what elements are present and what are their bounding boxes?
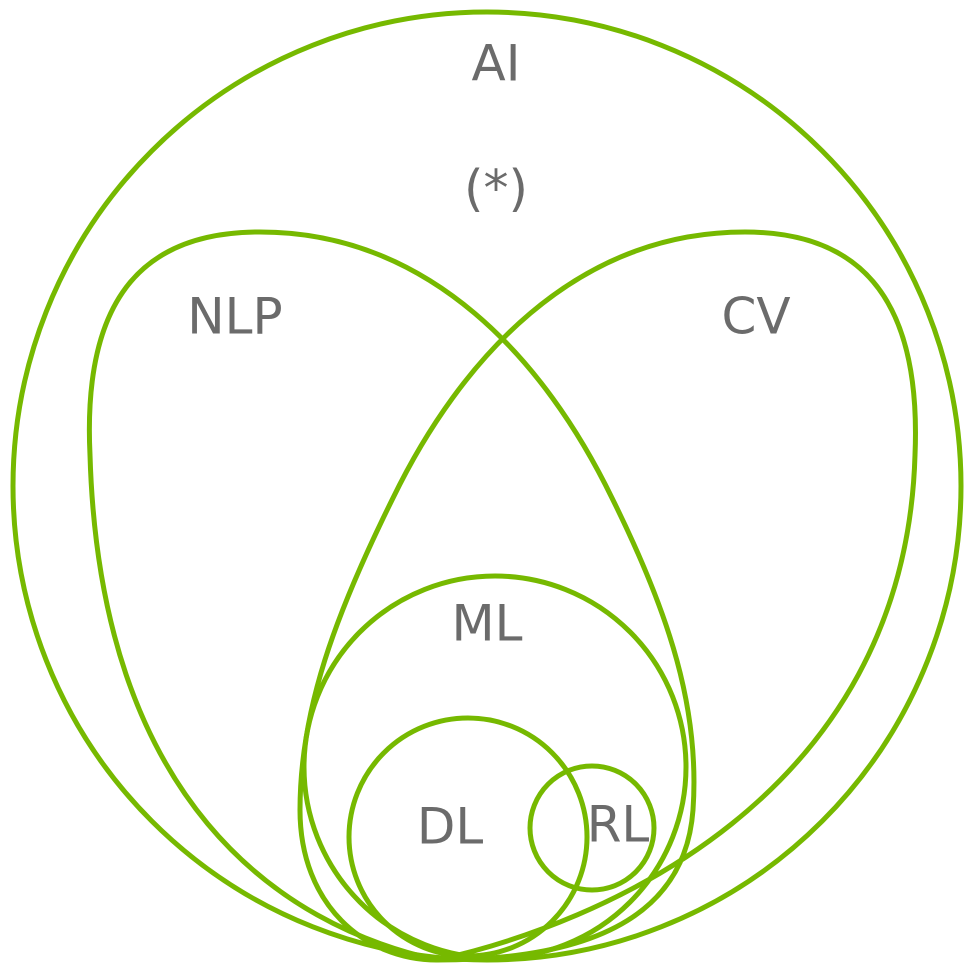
dl-circle (346, 715, 590, 959)
asterisk-label: (*) (464, 160, 528, 218)
ai-circle (10, 9, 964, 963)
ml-circle (301, 573, 689, 961)
ml-label: ML (452, 595, 523, 653)
cv-label: CV (721, 288, 790, 346)
ai-label: AI (472, 35, 521, 93)
rl-label: RL (587, 796, 650, 854)
nlp-label: NLP (187, 288, 282, 346)
cv-region (297, 229, 918, 963)
dl-label: DL (417, 798, 484, 856)
rl-circle (527, 763, 657, 893)
nlp-region (86, 229, 697, 963)
